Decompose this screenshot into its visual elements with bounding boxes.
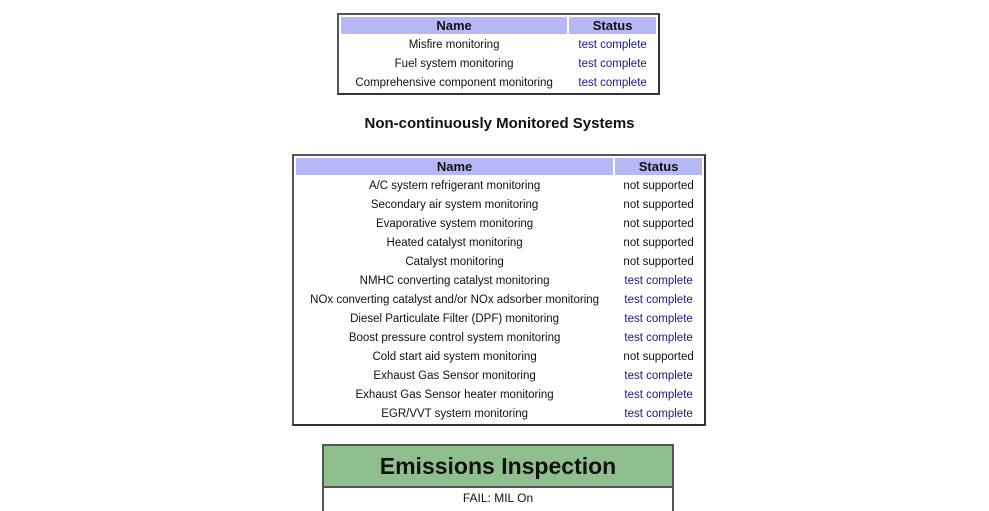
monitor-name: Fuel system monitoring — [394, 57, 514, 70]
monitor-name: Cold start aid system monitoring — [372, 350, 537, 363]
status-column-header: Status — [569, 17, 656, 34]
monitor-name: NMHC converting catalyst monitoring — [359, 274, 550, 287]
table-row: Diesel Particulate Filter (DPF) monitori… — [296, 310, 702, 327]
table-row: Secondary air system monitoring not suppo… — [296, 196, 702, 213]
table-header-row: Name Status — [341, 17, 656, 34]
monitor-name: Diesel Particulate Filter (DPF) monitori… — [350, 312, 560, 325]
monitor-status: test complete — [624, 274, 693, 287]
monitor-status: not supported — [623, 350, 694, 363]
table-row: Boost pressure control system monitoring… — [296, 329, 702, 346]
monitor-name: Evaporative system monitoring — [375, 217, 534, 230]
table-row: Heated catalyst monitoring not supported — [296, 234, 702, 251]
noncontinuous-section-title: Non-continuously Monitored Systems — [364, 115, 635, 132]
monitor-name: EGR/VVT system monitoring — [381, 407, 528, 420]
monitor-status: test complete — [624, 388, 693, 401]
table-row: EGR/VVT system monitoring test complete — [296, 405, 702, 422]
noncontinuous-monitors-table: Name Status A/C system refrigerant monit… — [292, 154, 706, 426]
monitor-status: test complete — [624, 331, 693, 344]
table-row: Evaporative system monitoring not support… — [296, 215, 702, 232]
monitor-status: not supported — [623, 236, 694, 249]
noncontinuous-monitors-body: A/C system refrigerant monitoring not sup… — [296, 177, 702, 422]
monitor-status: test complete — [624, 407, 693, 420]
monitor-name: A/C system refrigerant monitoring — [368, 179, 541, 192]
monitor-name: Boost pressure control system monitoring — [348, 331, 561, 344]
table-header-row: Name Status — [296, 158, 702, 175]
monitor-status: test complete — [578, 57, 647, 70]
name-column-header: Name — [296, 158, 614, 175]
table-row: A/C system refrigerant monitoring not sup… — [296, 177, 702, 194]
table-row: Comprehensive component monitoring test c… — [341, 74, 656, 91]
monitor-status: not supported — [623, 255, 694, 268]
emissions-inspection-panel: Emissions Inspection FAIL: MIL On — [322, 444, 674, 511]
monitor-name: Exhaust Gas Sensor monitoring — [373, 369, 536, 382]
monitor-status: not supported — [623, 179, 694, 192]
monitor-name: Heated catalyst monitoring — [386, 236, 523, 249]
table-row: Catalyst monitoring not supported — [296, 253, 702, 270]
monitor-status: not supported — [623, 198, 694, 211]
emissions-inspection-title: Emissions Inspection — [324, 446, 672, 488]
name-column-header: Name — [341, 17, 568, 34]
monitor-status: test complete — [624, 293, 693, 306]
table-row: Misfire monitoring test complete — [341, 36, 656, 53]
table-row: NMHC converting catalyst monitoring test … — [296, 272, 702, 289]
monitor-name: Comprehensive component monitoring — [355, 76, 553, 89]
status-column-header: Status — [615, 158, 702, 175]
emissions-result: FAIL: MIL On — [462, 491, 534, 505]
table-row: Exhaust Gas Sensor heater monitoring test… — [296, 386, 702, 403]
table-row: NOx converting catalyst and/or NOx adsor… — [296, 291, 702, 308]
monitor-status: test complete — [578, 76, 647, 89]
monitor-status: test complete — [624, 312, 693, 325]
monitor-status: not supported — [623, 217, 694, 230]
monitor-status: test complete — [578, 38, 647, 51]
monitor-status: test complete — [624, 369, 693, 382]
table-row: Fuel system monitoring test complete — [341, 55, 656, 72]
monitor-name: Misfire monitoring — [408, 38, 500, 51]
monitor-name: NOx converting catalyst and/or NOx adsor… — [310, 293, 600, 306]
monitor-name: Secondary air system monitoring — [370, 198, 539, 211]
monitor-name: Catalyst monitoring — [405, 255, 504, 268]
table-row: Exhaust Gas Sensor monitoring test comple… — [296, 367, 702, 384]
monitor-name: Exhaust Gas Sensor heater monitoring — [355, 388, 554, 401]
table-row: Cold start aid system monitoring not supp… — [296, 348, 702, 365]
continuous-monitors-table: Name Status Misfire monitoring test compl… — [337, 13, 660, 95]
